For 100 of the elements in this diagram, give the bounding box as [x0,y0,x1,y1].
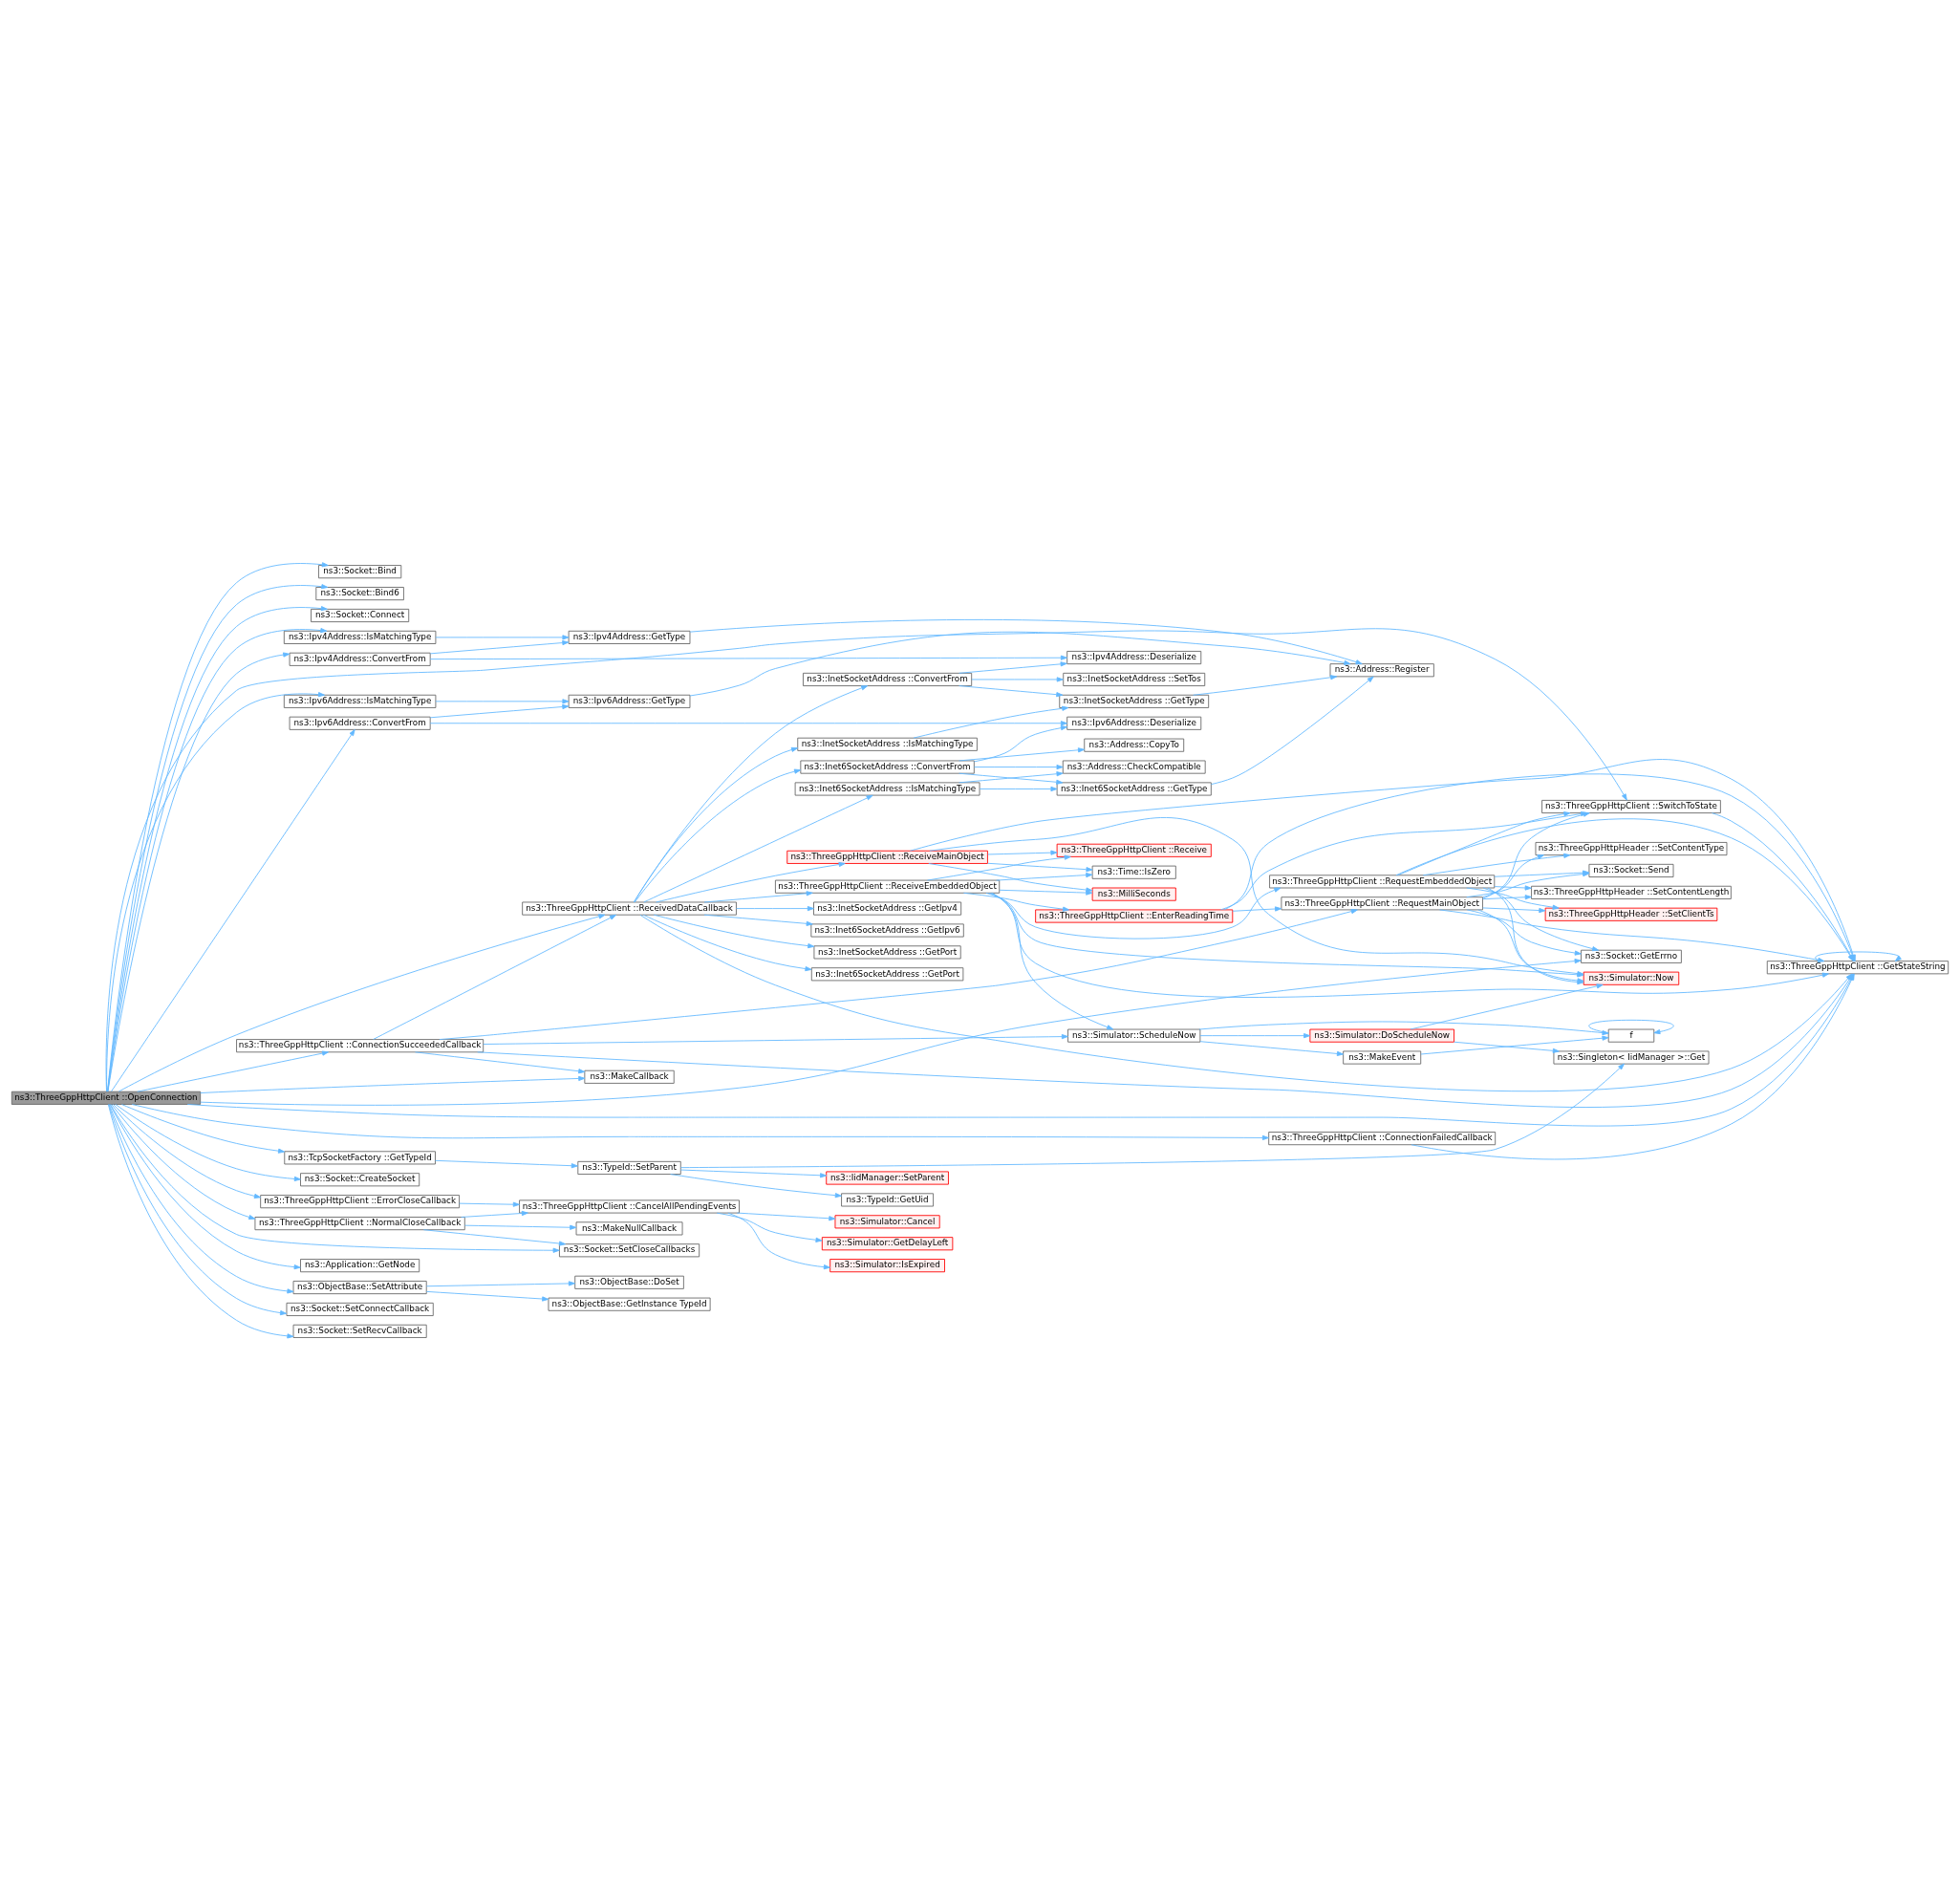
node-box: ns3::Simulator::Cancel [834,1215,940,1229]
node-box: ns3::Simulator::GetDelayLeft [821,1237,954,1251]
arrow [1466,909,1582,956]
node-box: ns3::ThreeGppHttpClient ::ConnectionSucceededCallback [236,1039,485,1053]
node-box: ns3::Singleton< IidManager >::Get [1553,1050,1710,1065]
node-box: ns3::ThreeGppHttpClient ::CancelAllPendingEvents [519,1199,740,1214]
arrow [736,1212,836,1221]
arrow [109,1104,301,1270]
arrow [1422,853,1571,876]
node-box: ns3::Socket::SetRecvCallback [292,1324,427,1338]
arrow [680,1169,828,1178]
arrow [958,747,1086,762]
node-box: ns3::Time::IsZero [1091,865,1176,879]
node-box: ns3::TcpSocketFactory ::GetTypeId [284,1151,436,1165]
node-box: ns3::Socket::Bind6 [315,587,404,601]
node-box: ns3::MilliSeconds [1091,887,1176,901]
node-box: ns3::Ipv6Address::Deserialize [1066,716,1202,730]
arrow [634,685,869,903]
arrow [913,705,1069,739]
arrow [111,1104,256,1221]
arrow [461,1210,528,1218]
node-box: ns3::Address::CopyTo [1084,738,1185,752]
arrow [200,958,1582,1106]
node-box: ns3::ThreeGppHttpClient ::ReceiveEmbeddedObject [774,879,1001,894]
node-box: ns3::InetSocketAddress ::GetType [1059,694,1210,708]
arrow [1397,811,1571,876]
node-box: ns3::ObjectBase::SetAttribute [292,1281,427,1295]
node-box: ns3::ThreeGppHttpHeader ::SetContentLength [1531,885,1732,899]
node-box: ns3::Simulator::ScheduleNow [1067,1028,1201,1043]
arrow [987,862,1093,873]
arrow [990,892,1829,998]
node-box: ns3::InetSocketAddress ::GetPort [813,945,961,960]
arrow [1232,906,1282,912]
arrow [107,652,291,1092]
node-box: ns3::MakeCallback [584,1069,675,1084]
arrow [643,794,873,903]
arrow [1588,1019,1674,1035]
arrow [963,892,1070,912]
arrow [716,1212,823,1242]
arrow [131,1104,1269,1141]
node-box: ns3::Socket::Bind [318,565,402,579]
arrow [1466,887,1560,910]
arrow [1193,675,1338,696]
node-box: ns3::InetSocketAddress ::GetIpv4 [813,901,962,916]
node-box: ns3::ObjectBase::DoSet [574,1275,684,1289]
arrow [115,1104,301,1182]
node-box: ns3::Simulator::IsExpired [829,1259,945,1273]
node-box: ns3::Ipv6Address::GetType [568,694,691,708]
node-box: ns3::Socket::GetErrno [1581,949,1682,963]
node-box: ns3::ThreeGppHttpClient ::RequestEmbeddedObject [1269,875,1496,889]
arrow [422,1229,567,1246]
node-box: ns3::Ipv6Address::ConvertFrom [289,716,431,730]
node-box: ns3::MakeNullCallback [575,1221,683,1236]
arrow [987,850,1058,855]
arrow [1211,676,1374,786]
arrow [137,1050,330,1092]
arrow [106,692,325,1092]
node-box: ns3::ThreeGppHttpClient ::ReceiveMainObject [786,850,988,864]
arrow [642,914,812,972]
node-box: ns3::InetSocketAddress ::IsMatchingType [797,737,978,751]
arrow [689,618,1363,665]
arrow [429,639,570,655]
arrow [110,1104,560,1253]
arrow [689,631,1351,697]
node-box: f [1607,1028,1655,1043]
arrow [1454,1041,1560,1053]
node-box: ns3::ObjectBase::GetInstance TypeId [548,1297,711,1311]
arrow [974,725,1067,763]
arrow [974,764,1064,770]
arrow [670,1174,842,1199]
node-box: ns3::ThreeGppHttpClient ::ErrorCloseCallback [260,1195,460,1209]
node-box: ns3::InetSocketAddress ::SetTos [1063,672,1206,686]
arrow [435,635,570,640]
node-box: ns3::Address::Register [1329,663,1434,678]
arrow [1482,907,1546,914]
node-box: ns3::ThreeGppHttpClient ::RequestMainObject [1281,896,1483,911]
arrow [1410,983,1604,1030]
node-box: ns3::IidManager::SetParent [826,1171,949,1185]
arrow [459,1201,520,1207]
arrow [996,872,1093,881]
node-box: ns3::ThreeGppHttpClient ::GetStateString [1766,961,1949,975]
arrow [999,889,1093,896]
arrow [633,746,799,903]
arrow [415,1051,586,1074]
arrow [425,1281,575,1287]
arrow [991,892,1114,1030]
arrow [1482,895,1532,900]
arrow [703,891,813,903]
arrow [1494,885,1532,891]
node-box: ns3::Socket::CreateSocket [300,1173,420,1187]
node-box: ns3::Address::CheckCompatible [1062,760,1206,774]
arrow [1199,1041,1344,1057]
node-box: ns3::Inet6SocketAddress ::GetIpv6 [810,923,964,938]
node-box: ns3::ThreeGppHttpClient ::ReceivedDataCallback [522,901,737,916]
arrow [727,1212,830,1270]
node-box: ns3::Simulator::Now [1583,971,1680,985]
arrow [200,1075,586,1093]
arrow [1199,1033,1311,1039]
node-box: ns3::TypeId::SetParent [577,1160,681,1175]
node-box: ns3::Socket::SetCloseCallbacks [558,1243,700,1258]
